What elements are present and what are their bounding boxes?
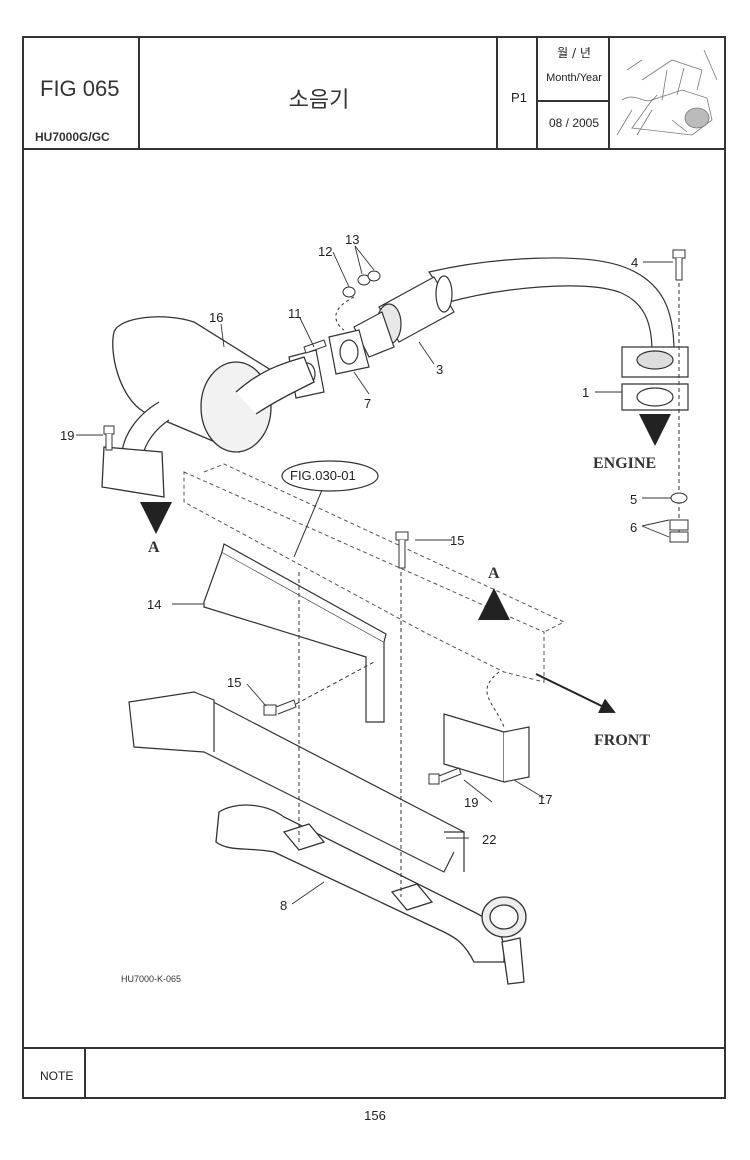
callout-16: 16 (209, 310, 223, 325)
callout-19: 19 (60, 428, 74, 443)
month-year-korean: 월 / 년 (557, 46, 591, 60)
callout-15: 15 (450, 533, 464, 548)
bolt-part-11 (303, 339, 327, 354)
title-divider (608, 36, 610, 148)
guard-channel-part-22 (128, 691, 465, 873)
callout-6: 6 (630, 520, 637, 535)
note-label: NOTE (40, 1069, 74, 1083)
callout-8: 8 (280, 898, 287, 913)
fig-label: FIG 065 (40, 76, 120, 101)
page-number: 156 (364, 1108, 386, 1123)
note-divider (84, 1049, 86, 1099)
revision-date: 08 / 2005 (548, 116, 600, 130)
callout-19-lower: 19 (464, 795, 478, 810)
callout-5: 5 (630, 492, 637, 507)
front-label: FRONT (594, 732, 650, 749)
heat-shield-part-14 (203, 543, 387, 723)
bolt-part-19 (103, 425, 115, 451)
flange-gasket-part-1 (621, 346, 689, 411)
title-block: FIG 065 HU7000G/GC 소음기 P1 월 / 년 Month/Ye… (22, 36, 726, 150)
callout-3: 3 (436, 362, 443, 377)
fig-ref-bubble (281, 460, 379, 492)
washer-nuts-part-5-6 (669, 492, 689, 543)
bolt-part-4 (672, 249, 686, 281)
fig-reference: FIG.030-01 (290, 468, 356, 483)
page-frame (22, 36, 726, 1099)
frame-reference-outline (183, 463, 566, 683)
bracket-part-17 (443, 713, 530, 783)
note-row: NOTE (22, 1047, 726, 1099)
title-divider (496, 36, 498, 148)
callout-13: 13 (345, 232, 359, 247)
callout-11: 11 (288, 306, 302, 321)
bolt-part-15 (395, 531, 409, 569)
callout-7: 7 (364, 396, 371, 411)
muffler-part-16 (101, 316, 315, 498)
title-divider (138, 36, 140, 148)
engine-label: ENGINE (593, 455, 656, 472)
callout-12: 12 (318, 244, 332, 259)
exploded-view-diagram: 16 11 12 13 3 7 4 1 5 6 19 15 14 15 22 1… (60, 232, 689, 985)
month-year-english: Month/Year (546, 72, 602, 84)
tail-pipe-part-8 (215, 804, 527, 985)
callout-1: 1 (582, 385, 589, 400)
page-code: P1 (511, 90, 527, 105)
nuts-part-12-13 (342, 270, 381, 298)
arrow-a-label-2: A (488, 565, 500, 582)
date-divider (538, 100, 610, 102)
callout-17: 17 (538, 792, 552, 807)
callout-4: 4 (631, 255, 638, 270)
callout-14: 14 (147, 597, 161, 612)
machine-thumbnail (616, 49, 718, 136)
title-divider (536, 36, 538, 148)
callout-22: 22 (482, 832, 496, 847)
page-title: 소음기 (288, 88, 350, 113)
drawing-code: HU7000-K-065 (121, 974, 181, 984)
bolt-part-15-lower (263, 699, 297, 716)
model-label: HU7000G/GC (35, 130, 110, 144)
arrow-a-label: A (148, 539, 160, 556)
bolt-part-19-lower (428, 767, 462, 785)
exhaust-pipe-part-3 (353, 257, 675, 358)
callout-15-lower: 15 (227, 675, 241, 690)
